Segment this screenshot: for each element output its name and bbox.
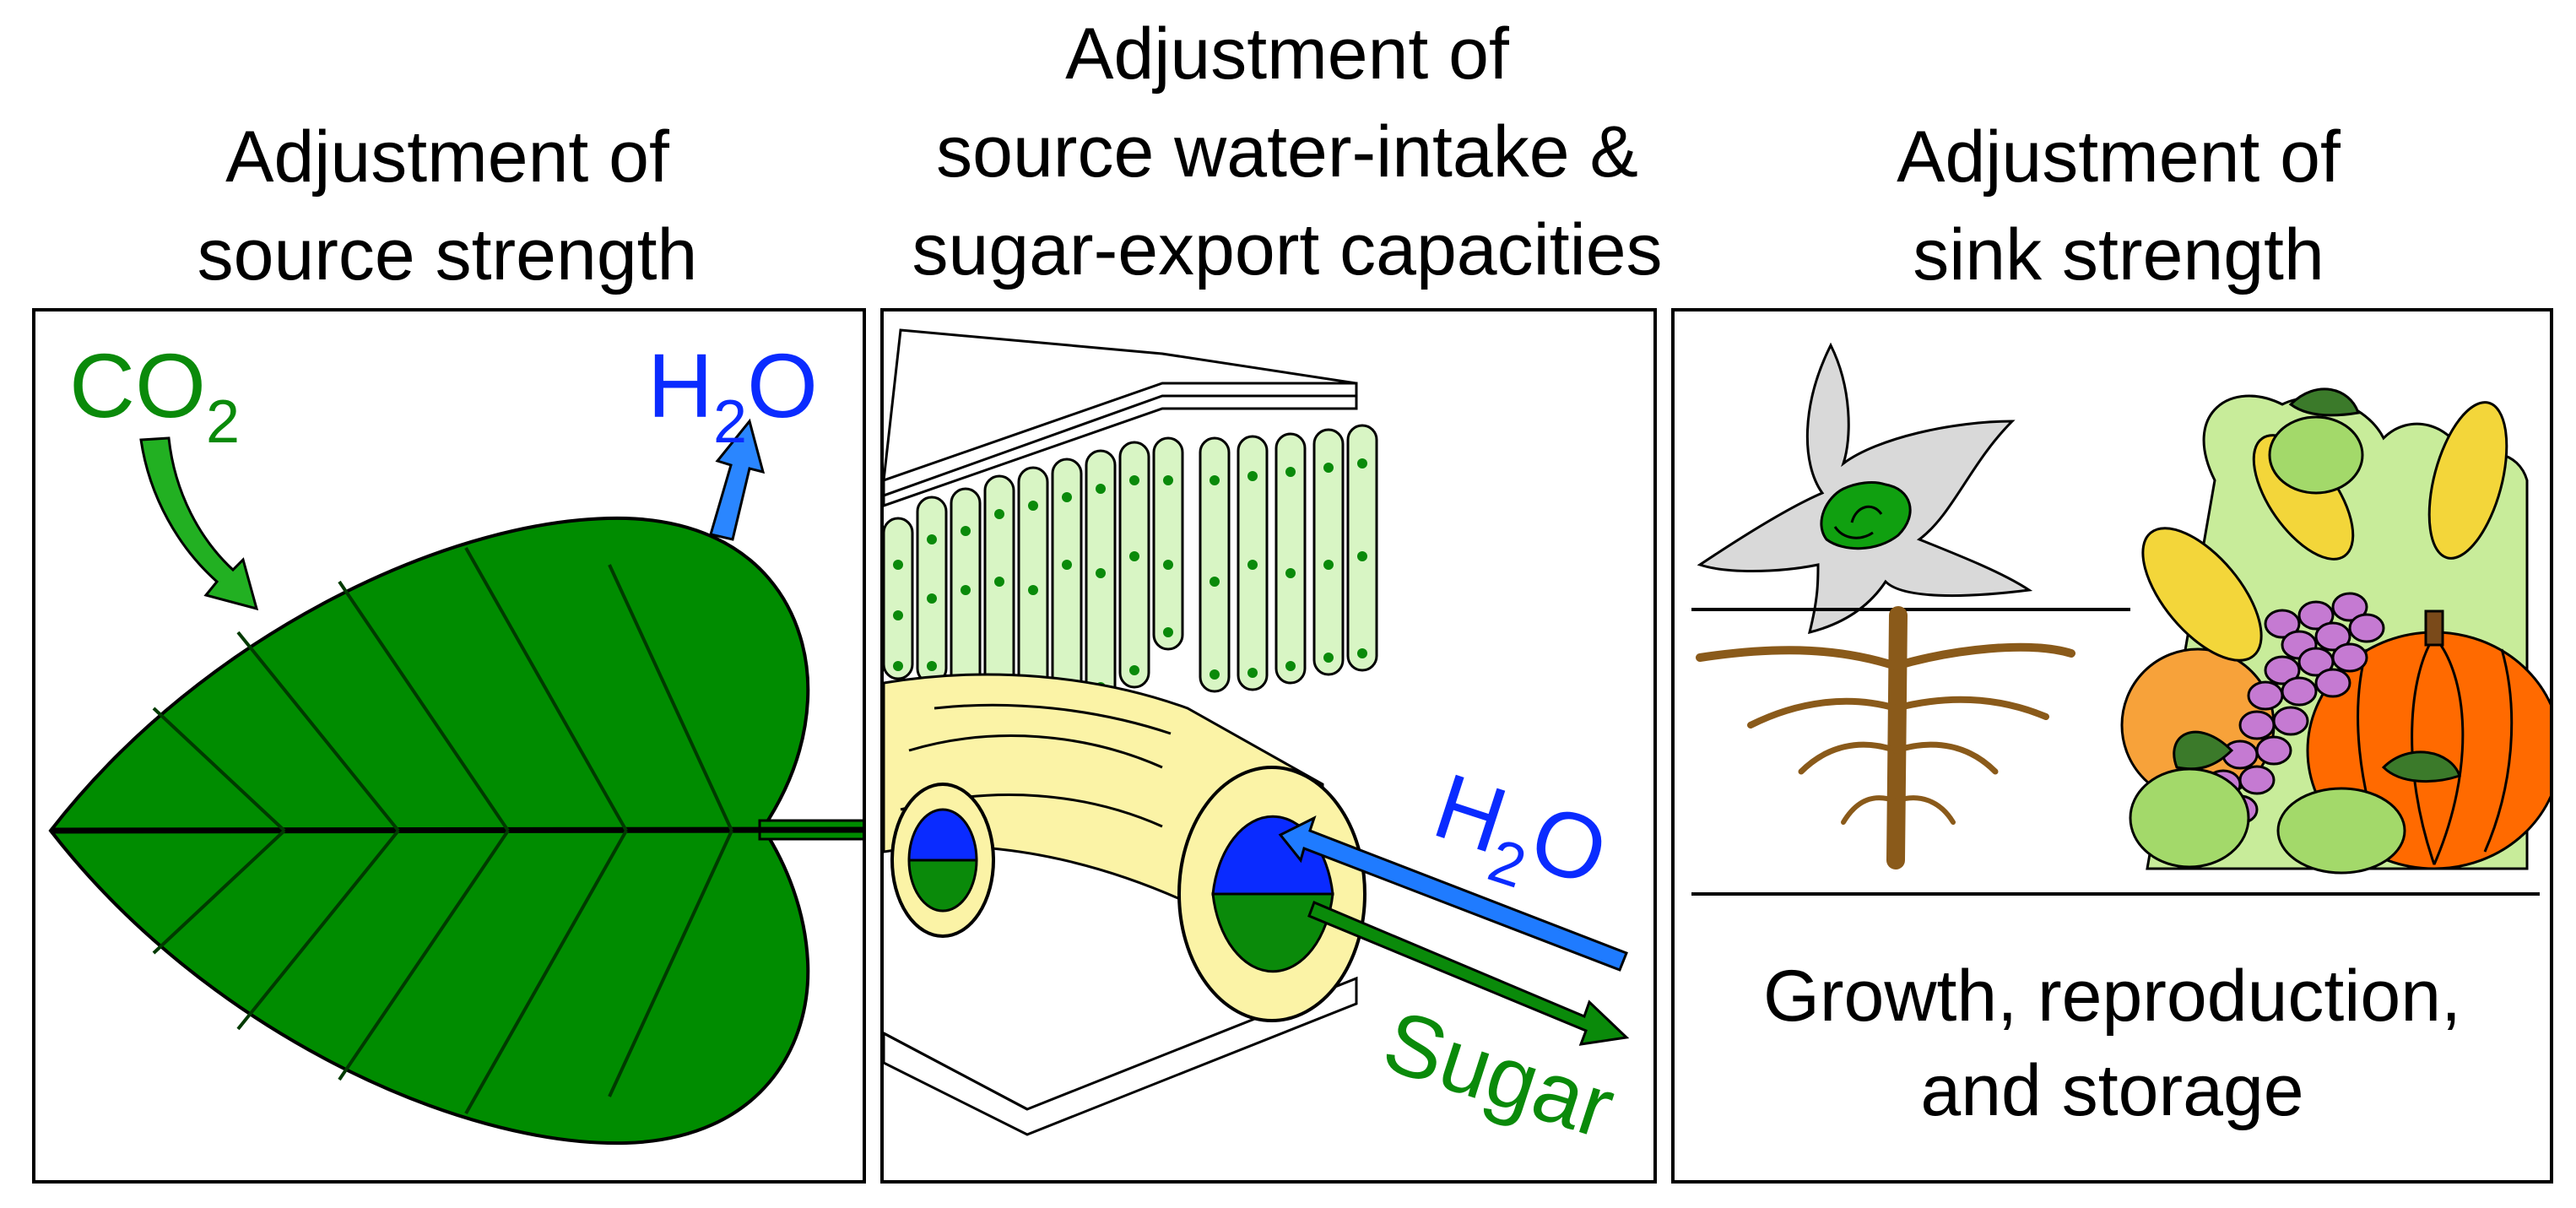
heading-transport-line-3: sugar-export capacities [912,209,1663,290]
root-icon [1696,606,2075,869]
heading-transport-line-2: source water-intake & [936,111,1638,192]
heading-transport-capacities: Adjustment of source water-intake & suga… [844,5,1730,299]
leaf-section-illustration: H2O Sugar [884,328,1630,1157]
upper-epidermis [884,328,1358,507]
grapes-icon [2188,592,2385,829]
panel-transport-section: H2O Sugar [880,308,1657,1184]
fruit-basket-icon [2120,387,2550,875]
leaf-h2o-label: H2O [647,334,818,456]
plant-top-icon [1697,342,2033,635]
panel-sink: Growth, reproduction, and storage [1671,308,2553,1184]
heading-sink-line-1: Adjustment of [1897,116,2341,198]
co2-label: CO2 [69,334,240,456]
heading-source-line-1: Adjustment of [225,116,669,198]
panel-source-leaf: CO2 H2O [32,308,866,1184]
vein-icon [50,547,863,1114]
lower-epidermis [884,976,1358,1136]
heading-transport-line-1: Adjustment of [1065,14,1509,95]
transport-h2o-arrow-icon [1278,815,1628,972]
heading-sink-strength: Adjustment of sink strength [1697,108,2541,304]
vascular-bundle [884,673,1366,1022]
leaves-icon [2173,387,2461,783]
h2o-arrow-icon [709,418,766,541]
sink-caption: Growth, reproduction, and storage [1675,949,2550,1138]
co2-arrow-icon [139,436,259,611]
transport-sugar-arrow-icon [1307,901,1630,1046]
leaf-illustration: CO2 H2O [48,334,863,1146]
sink-caption-line-2: and storage [1920,1050,2304,1131]
heading-source-strength: Adjustment of source strength [34,108,861,304]
heading-sink-line-2: sink strength [1913,214,2324,295]
sink-caption-line-1: Growth, reproduction, [1763,956,2461,1037]
sink-illustration [1691,342,2550,896]
heading-source-line-2: source strength [197,214,698,295]
palisade-cells [884,424,1378,714]
